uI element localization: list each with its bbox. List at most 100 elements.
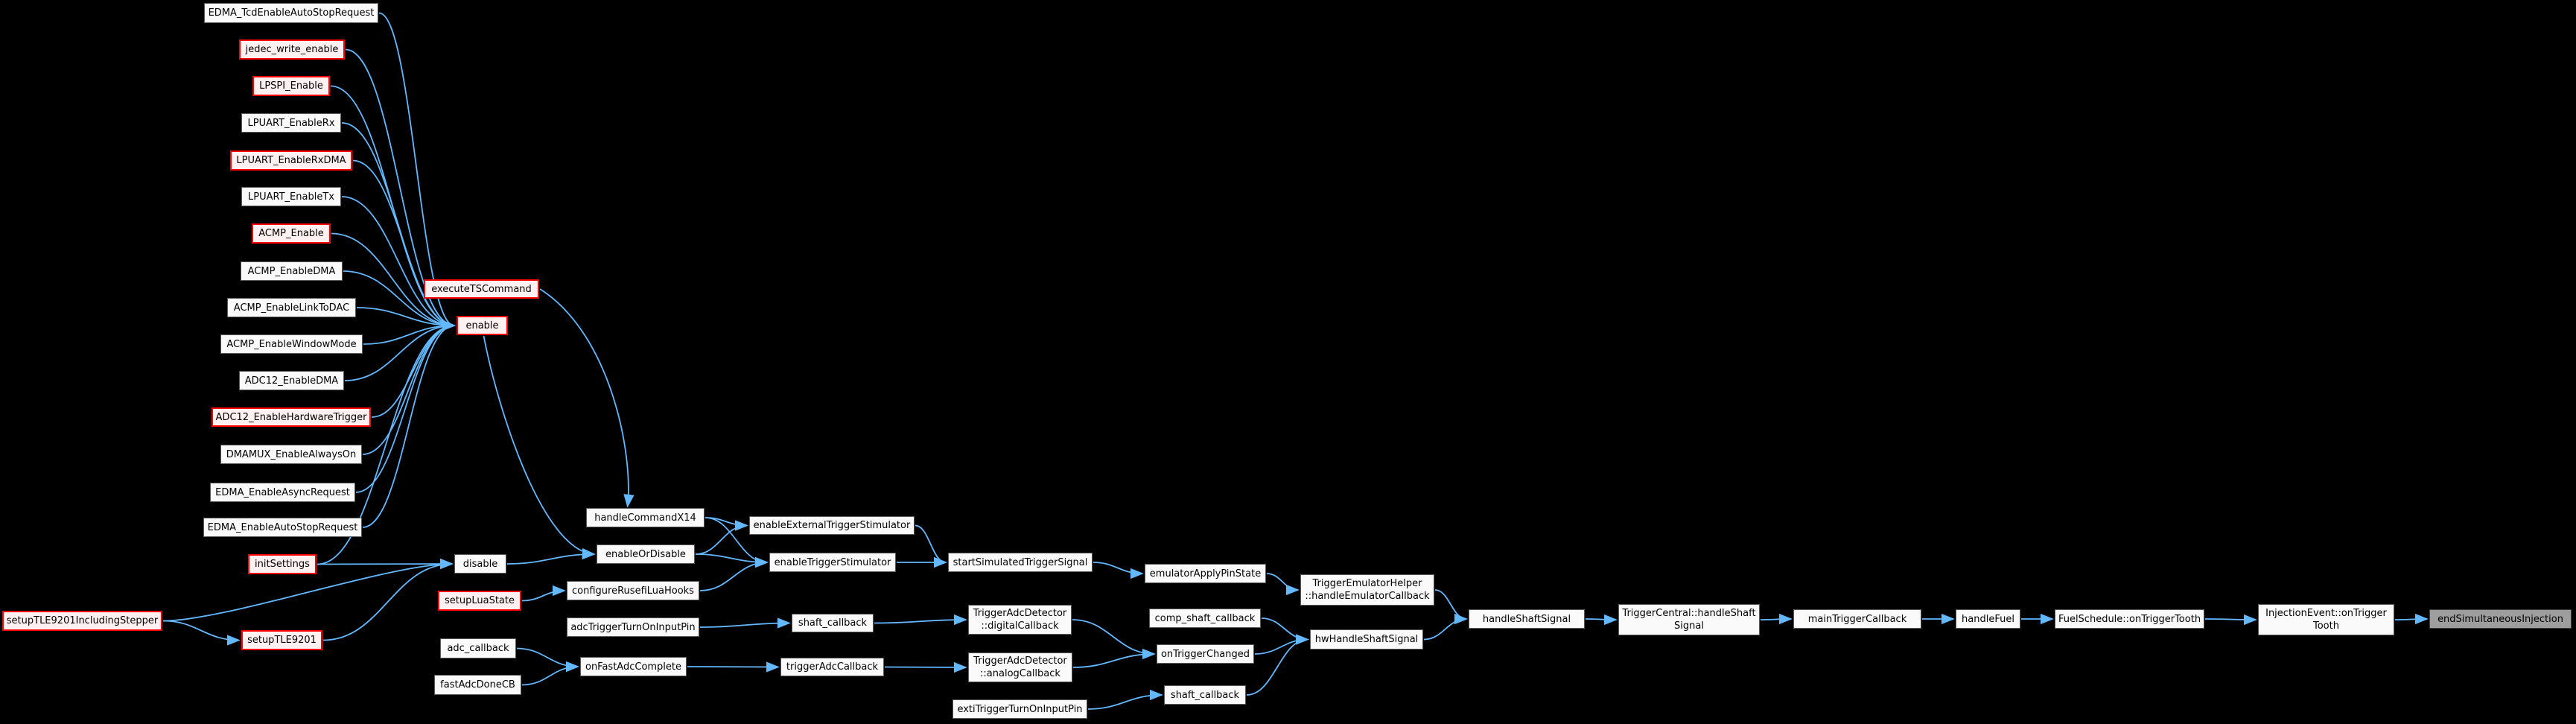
node-label: TriggerAdcDetector ::digitalCallback bbox=[973, 608, 1067, 632]
node-enableTriggerStimulator[interactable]: enableTriggerStimulator bbox=[769, 553, 896, 572]
node-adc-callback[interactable]: adc_callback bbox=[440, 638, 516, 658]
node-label: shaft_callback bbox=[798, 617, 868, 629]
node-fastAdcDoneCB[interactable]: fastAdcDoneCB bbox=[434, 675, 521, 695]
node-LPUART-EnableRx[interactable]: LPUART_EnableRx bbox=[241, 113, 341, 133]
node-enable[interactable]: enable bbox=[457, 316, 508, 335]
edge-enableOrDisable-to-enableExternalTriggerStimulator bbox=[695, 520, 748, 555]
node-mainTriggerCallback[interactable]: mainTriggerCallback bbox=[1793, 609, 1921, 629]
node-ACMP-EnableDMA[interactable]: ACMP_EnableDMA bbox=[241, 261, 343, 281]
node-label: InjectionEvent::onTrigger Tooth bbox=[2265, 608, 2387, 632]
node-startSimulatedTriggerSignal[interactable]: startSimulatedTriggerSignal bbox=[948, 553, 1093, 572]
edge-setupTLE9201-to-disable bbox=[322, 558, 454, 641]
edge-initSettings-to-disable bbox=[317, 558, 454, 570]
node-label: EDMA_EnableAutoStopRequest bbox=[207, 521, 358, 533]
node-label: adcTriggerTurnOnInputPin bbox=[570, 621, 696, 633]
node-initSettings[interactable]: initSettings bbox=[248, 554, 317, 574]
node-TriggerEmulatorHelper-handleEmulatorCallback[interactable]: TriggerEmulatorHelper ::handleEmulatorCa… bbox=[1300, 574, 1434, 606]
node-label: emulatorApplyPinState bbox=[1149, 568, 1262, 579]
node-handleCommandX14[interactable]: handleCommandX14 bbox=[586, 508, 705, 527]
node-label: ACMP_EnableLinkToDAC bbox=[233, 302, 350, 314]
node-TriggerCentral-handleShaftSignal[interactable]: TriggerCentral::handleShaft Signal bbox=[1618, 604, 1760, 635]
node-ADC12-EnableHardwareTrigger[interactable]: ADC12_EnableHardwareTrigger bbox=[212, 407, 371, 427]
node-setupLuaState[interactable]: setupLuaState bbox=[438, 591, 521, 611]
node-TriggerAdcDetector-digitalCallback[interactable]: TriggerAdcDetector ::digitalCallback bbox=[968, 605, 1072, 635]
node-onFastAdcComplete[interactable]: onFastAdcComplete bbox=[580, 657, 687, 676]
edge-adc-callback-to-onFastAdcComplete bbox=[516, 647, 579, 673]
edge-ACMP-EnableDMA-to-enable bbox=[343, 270, 456, 331]
edge-triggerAdcCallback-to-TriggerAdcDetector-analogCallback bbox=[884, 661, 967, 673]
node-label: FuelSchedule::onTriggerTooth bbox=[2058, 613, 2201, 625]
node-endSimultaneousInjection: endSimultaneousInjection bbox=[2429, 609, 2572, 629]
node-onTriggerChanged[interactable]: onTriggerChanged bbox=[1157, 644, 1254, 664]
edge-configureRusefiLuaHooks-to-enableTriggerStimulator bbox=[699, 556, 769, 591]
edge-LPUART-EnableTx-to-enable bbox=[341, 196, 456, 331]
node-triggerAdcCallback[interactable]: triggerAdcCallback bbox=[780, 658, 884, 676]
edge-TriggerAdcDetector-analogCallback-to-onTriggerChanged bbox=[1072, 648, 1156, 668]
node-extiTriggerTurnOnInputPin[interactable]: extiTriggerTurnOnInputPin bbox=[953, 699, 1087, 719]
node-LPUART-EnableTx[interactable]: LPUART_EnableTx bbox=[241, 187, 341, 206]
edge-handleShaftSignal-to-TriggerCentral-handleShaftSignal bbox=[1585, 614, 1618, 626]
edge-setupTLE9201IncludingStepper-to-setupTLE9201 bbox=[162, 620, 241, 646]
node-enableOrDisable[interactable]: enableOrDisable bbox=[597, 544, 695, 564]
edge-initSettings-to-enable bbox=[317, 320, 456, 565]
node-label: mainTriggerCallback bbox=[1807, 613, 1907, 625]
node-label: ADC12_EnableHardwareTrigger bbox=[215, 411, 367, 423]
node-executeTSCommand[interactable]: executeTSCommand bbox=[424, 279, 539, 299]
node-handleShaftSignal[interactable]: handleShaftSignal bbox=[1469, 609, 1585, 629]
node-adcTriggerTurnOnInputPin[interactable]: adcTriggerTurnOnInputPin bbox=[567, 617, 699, 637]
edge-InjectionEvent-onTriggerTooth-to-endSimultaneousInjection bbox=[2394, 613, 2429, 625]
node-label: EDMA_TcdEnableAutoStopRequest bbox=[208, 7, 375, 19]
node-EDMA-EnableAutoStopRequest[interactable]: EDMA_EnableAutoStopRequest bbox=[203, 518, 362, 537]
node-ACMP-EnableWindowMode[interactable]: ACMP_EnableWindowMode bbox=[220, 334, 363, 354]
node-DMAMUX-EnableAlwaysOn[interactable]: DMAMUX_EnableAlwaysOn bbox=[220, 445, 362, 464]
edge-TriggerEmulatorHelper-handleEmulatorCallback-to-handleShaftSignal bbox=[1434, 589, 1468, 625]
node-label: configureRusefiLuaHooks bbox=[572, 585, 694, 597]
node-ACMP-Enable[interactable]: ACMP_Enable bbox=[252, 223, 331, 244]
node-EDMA-TcdEnableAutoStopRequest[interactable]: EDMA_TcdEnableAutoStopRequest bbox=[204, 3, 378, 23]
edge-shaft-callback-2-to-hwHandleShaftSignal bbox=[1246, 634, 1309, 696]
node-label: extiTriggerTurnOnInputPin bbox=[957, 703, 1083, 715]
node-label: disable bbox=[462, 558, 498, 570]
node-hwHandleShaftSignal[interactable]: hwHandleShaftSignal bbox=[1310, 629, 1423, 650]
node-jedec-write-enable[interactable]: jedec_write_enable bbox=[239, 39, 345, 60]
node-label: enableTriggerStimulator bbox=[774, 556, 891, 568]
node-shaft-callback-1[interactable]: shaft_callback bbox=[792, 614, 874, 632]
node-label: endSimultaneousInjection bbox=[2437, 613, 2563, 625]
node-label: shaft_callback bbox=[1170, 689, 1240, 701]
edge-LPUART-EnableRxDMA-to-enable bbox=[352, 159, 456, 331]
node-label: LPSPI_Enable bbox=[259, 80, 323, 92]
node-FuelSchedule-onTriggerTooth[interactable]: FuelSchedule::onTriggerTooth bbox=[2055, 609, 2204, 629]
node-setupTLE9201IncludingStepper[interactable]: setupTLE9201IncludingStepper bbox=[2, 611, 162, 631]
edge-hwHandleShaftSignal-to-handleShaftSignal bbox=[1423, 613, 1468, 641]
node-shaft-callback-2[interactable]: shaft_callback bbox=[1164, 685, 1246, 705]
node-label: TriggerCentral::handleShaft Signal bbox=[1622, 608, 1756, 632]
node-emulatorApplyPinState[interactable]: emulatorApplyPinState bbox=[1145, 564, 1266, 583]
edge-startSimulatedTriggerSignal-to-emulatorApplyPinState bbox=[1093, 562, 1144, 579]
edge-EDMA-EnableAsyncRequest-to-enable bbox=[355, 320, 456, 493]
edge-jedec-write-enable-to-enable bbox=[345, 48, 456, 331]
node-configureRusefiLuaHooks[interactable]: configureRusefiLuaHooks bbox=[567, 581, 699, 600]
node-disable[interactable]: disable bbox=[454, 554, 506, 574]
node-ACMP-EnableLinkToDAC[interactable]: ACMP_EnableLinkToDAC bbox=[227, 298, 356, 317]
node-label: TriggerEmulatorHelper ::handleEmulatorCa… bbox=[1305, 578, 1430, 602]
node-label: ACMP_EnableDMA bbox=[247, 265, 336, 277]
node-label: handleCommandX14 bbox=[594, 512, 696, 524]
node-handleFuel[interactable]: handleFuel bbox=[1956, 609, 2020, 629]
node-label: onTriggerChanged bbox=[1160, 648, 1250, 660]
node-enableExternalTriggerStimulator[interactable]: enableExternalTriggerStimulator bbox=[749, 516, 915, 535]
edge-shaft-callback-1-to-TriggerAdcDetector-digitalCallback bbox=[874, 614, 967, 626]
node-LPUART-EnableRxDMA[interactable]: LPUART_EnableRxDMA bbox=[230, 150, 352, 171]
edge-comp-shaft-callback-to-hwHandleShaftSignal bbox=[1261, 617, 1309, 645]
node-label: enableExternalTriggerStimulator bbox=[753, 520, 911, 531]
node-label: adc_callback bbox=[447, 643, 509, 654]
node-TriggerAdcDetector-analogCallback[interactable]: TriggerAdcDetector ::analogCallback bbox=[968, 652, 1072, 682]
edge-enableOrDisable-to-enableTriggerStimulator bbox=[695, 553, 769, 568]
node-LPSPI-Enable[interactable]: LPSPI_Enable bbox=[252, 76, 330, 96]
node-EDMA-EnableAsyncRequest[interactable]: EDMA_EnableAsyncRequest bbox=[210, 483, 355, 502]
edge-TriggerAdcDetector-digitalCallback-to-onTriggerChanged bbox=[1072, 619, 1156, 660]
node-InjectionEvent-onTriggerTooth[interactable]: InjectionEvent::onTrigger Tooth bbox=[2258, 604, 2394, 635]
node-comp-shaft-callback[interactable]: comp_shaft_callback bbox=[1149, 609, 1261, 628]
node-setupTLE9201[interactable]: setupTLE9201 bbox=[241, 630, 322, 650]
node-ADC12-EnableDMA[interactable]: ADC12_EnableDMA bbox=[239, 371, 344, 390]
